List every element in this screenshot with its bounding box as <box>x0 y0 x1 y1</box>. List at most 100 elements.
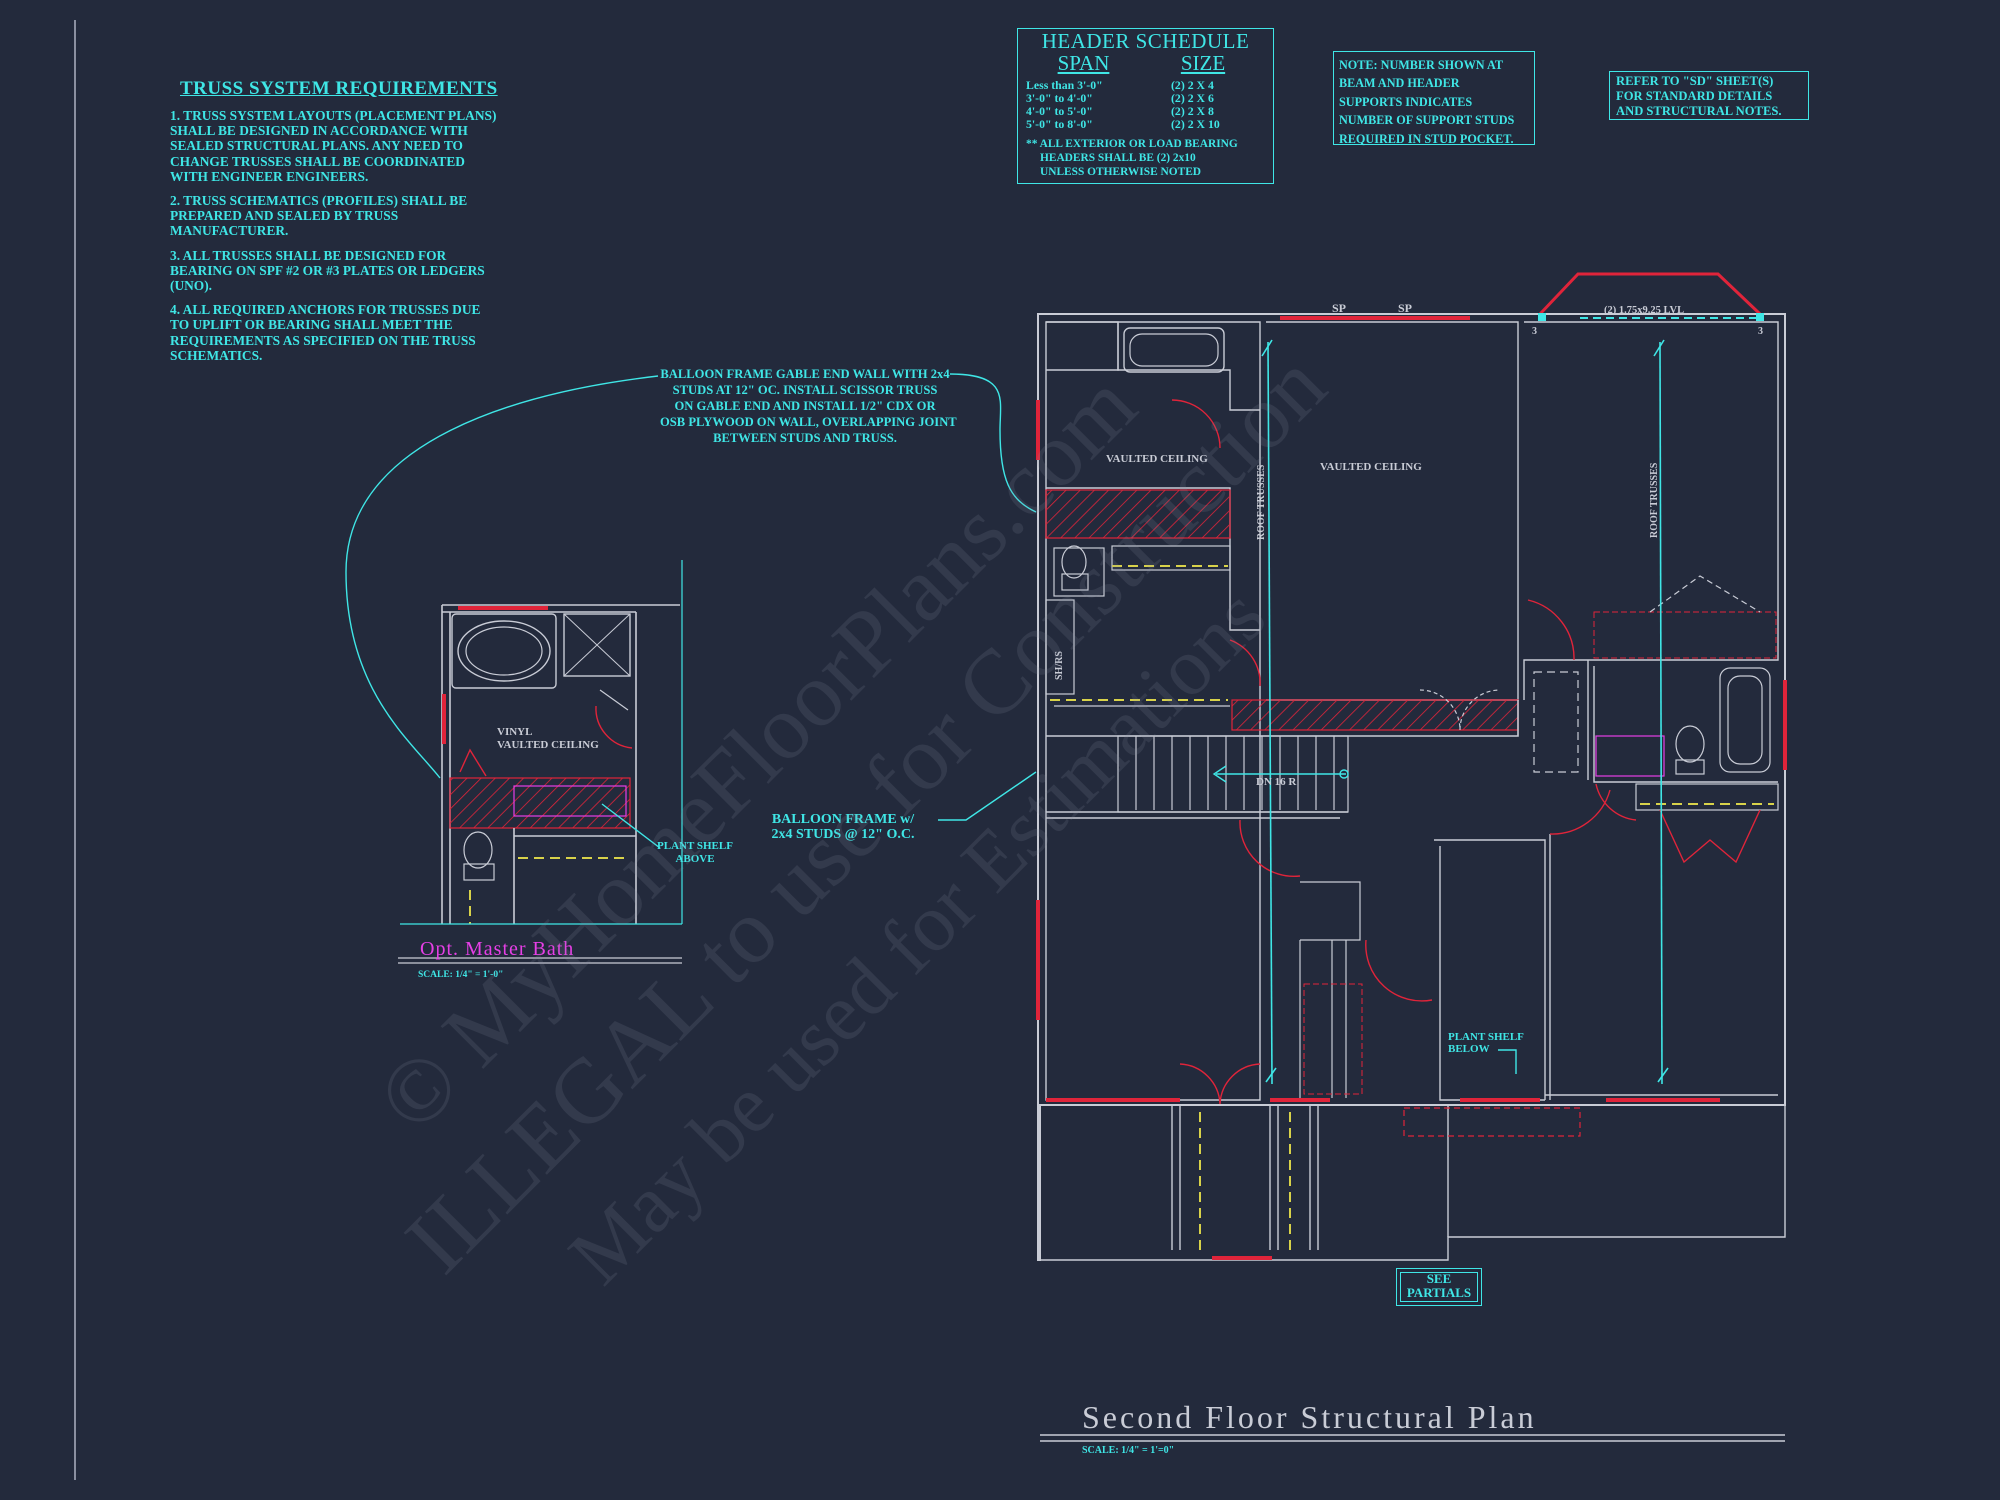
note-refer-line: FOR STANDARD DETAILS <box>1616 89 1773 103</box>
gable-leader <box>345 375 659 779</box>
row-span: 4'-0" to 5'-0" <box>1026 104 1093 118</box>
row-size: (2) 2 X 10 <box>1171 117 1220 131</box>
label-vaulted-ceiling-1: VAULTED CEILING <box>1106 453 1208 465</box>
truss-item-line: CHANGE TRUSSES SHALL BE COORDINATED <box>170 153 465 169</box>
truss-item-line: PREPARED AND SEALED BY TRUSS <box>170 208 399 224</box>
note-refer-line: AND STRUCTURAL NOTES. <box>1616 104 1782 118</box>
headers-red <box>1036 316 1787 1260</box>
callout-gable-line: BALLOON FRAME GABLE END WALL WITH 2x4 <box>660 367 950 381</box>
plan-scale: SCALE: 1/4" = 1'=0" <box>1082 1445 1174 1456</box>
lvl-stud-mark <box>1538 313 1546 321</box>
truss-item-line: WITH ENGINEER ENGINEERS. <box>170 168 369 184</box>
see-partials-line: PARTIALS <box>1406 1285 1472 1300</box>
truss-item-line: 3. ALL TRUSSES SHALL BE DESIGNED FOR <box>170 247 447 263</box>
note-studs-line: NOTE: NUMBER SHOWN AT <box>1339 58 1503 72</box>
truss-item-line: BEARING ON SPF #2 OR #3 PLATES OR LEDGER… <box>170 262 485 278</box>
note-support-studs: NOTE: NUMBER SHOWN AT BEAM AND HEADER SUPP… <box>1333 51 1535 146</box>
truss-item-line: SEALED STRUCTURAL PLANS. ANY NEED TO <box>170 138 463 154</box>
col-span-heading: SPAN <box>1057 51 1110 75</box>
label-roof-trusses-1: ROOF TRUSSES <box>1256 464 1267 540</box>
row-span: 3'-0" to 4'-0" <box>1026 91 1093 105</box>
label-closet: SH/RS <box>1054 651 1065 680</box>
truss-item-line: MANUFACTURER. <box>170 223 289 239</box>
row-size: (2) 2 X 6 <box>1171 91 1214 105</box>
label-lvl-studs-2: 3 <box>1758 326 1763 337</box>
truss-item-line: (UNO). <box>170 278 213 294</box>
truss-span-arrows <box>1261 339 1669 1085</box>
label-lvl-studs-1: 3 <box>1532 326 1537 337</box>
stairs-arrow <box>1212 765 1349 783</box>
header-schedule-row: Less than 3'-0" (2) 2 X 4 <box>1026 79 1265 92</box>
col-size-heading: SIZE <box>1180 51 1226 75</box>
callout-gable-line: BETWEEN STUDS AND TRUSS. <box>713 431 897 445</box>
callout-balloon-line: BALLOON FRAME w/ <box>771 812 915 827</box>
plan-title: Second Floor Structural Plan <box>1082 1399 1537 1435</box>
note-studs-line: SUPPORTS INDICATES <box>1339 94 1473 109</box>
header-footnote-line: ** ALL EXTERIOR OR LOAD BEARING <box>1026 138 1238 150</box>
callout-balloon-line: 2x4 STUDS @ 12" O.C. <box>771 827 915 842</box>
note-studs-line: NUMBER OF SUPPORT STUDS <box>1339 113 1515 128</box>
label-roof-trusses-2: ROOF TRUSSES <box>1649 462 1660 538</box>
plant-shelf-below-line: BELOW <box>1448 1043 1490 1055</box>
label-vaulted-ceiling-bath: VAULTED CEILING <box>497 739 599 751</box>
truss-item-line: SCHEMATICS. <box>170 347 263 363</box>
truss-item-line: 1. TRUSS SYSTEM LAYOUTS (PLACEMENT PLANS… <box>170 108 497 123</box>
label-sp-1: SP <box>1332 301 1346 315</box>
header-schedule-row: 5'-0" to 8'-0" (2) 2 X 10 <box>1026 118 1265 131</box>
note-refer-sd: REFER TO "SD" SHEET(S)FOR STANDARD DETAI… <box>1609 71 1809 120</box>
note-studs-line: BEAM AND HEADER <box>1339 76 1460 91</box>
leader-lines <box>345 373 1517 1074</box>
note-refer-line: REFER TO "SD" SHEET(S) <box>1616 74 1774 88</box>
label-stairs: DN 16 R <box>1256 776 1297 788</box>
opt-master-bath-detail <box>400 560 683 925</box>
truss-requirements: TRUSS SYSTEM REQUIREMENTS 1. TRUSS SYSTE… <box>170 78 590 372</box>
label-lvl: (2) 1.75x9.25 LVL <box>1604 305 1684 316</box>
callout-gable-line: OSB PLYWOOD ON WALL, OVERLAPPING JOINT <box>660 415 957 429</box>
truss-item-line: REQUIREMENTS AS SPECIFIED ON THE TRUSS <box>170 332 476 348</box>
callout-gable-line: ON GABLE END AND INSTALL 1/2" CDX OR <box>674 399 936 413</box>
header-schedule-title: HEADER SCHEDULE <box>1041 29 1250 53</box>
truss-item-line: 2. TRUSS SCHEMATICS (PROFILES) SHALL BE <box>170 193 468 209</box>
truss-item-line: 4. ALL REQUIRED ANCHORS FOR TRUSSES DUE <box>170 302 481 318</box>
plant-shelf-above-line: ABOVE <box>675 853 715 865</box>
label-vinyl: VINYL <box>497 726 532 738</box>
door-swing <box>1171 399 1221 449</box>
truss-title: TRUSS SYSTEM REQUIREMENTS <box>180 78 498 99</box>
stairs <box>1117 735 1349 813</box>
bay-window <box>1538 272 1762 316</box>
floor-plan <box>1037 272 1786 1261</box>
row-span: 5'-0" to 8'-0" <box>1026 117 1093 131</box>
callout-gable-line: STUDS AT 12" OC. INSTALL SCISSOR TRUSS <box>672 383 938 397</box>
row-span: Less than 3'-0" <box>1026 78 1103 92</box>
see-partials-line: SEE <box>1426 1271 1452 1286</box>
bath-detail-scale: SCALE: 1/4" = 1'-0" <box>418 970 503 980</box>
header-schedule-row: 3'-0" to 4'-0" (2) 2 X 6 <box>1026 92 1265 105</box>
lower-projection <box>1037 1105 1786 1261</box>
shelves <box>469 565 1774 1250</box>
balloon-leader <box>938 771 1037 821</box>
callout-balloon-frame: BALLOON FRAME w/2x4 STUDS @ 12" O.C. <box>748 812 938 842</box>
watermark-line-3: May be used for Estimations <box>551 570 1282 1301</box>
header-schedule-row: 4'-0" to 5'-0" (2) 2 X 8 <box>1026 105 1265 118</box>
bath-detail-title: Opt. Master Bath <box>420 938 574 960</box>
truss-item-line: TO UPLIFT OR BEARING SHALL MEET THE <box>170 317 453 333</box>
header-footnote-line: HEADERS SHALL BE (2) 2x10 <box>1040 152 1196 164</box>
row-size: (2) 2 X 4 <box>1171 78 1214 92</box>
row-size: (2) 2 X 8 <box>1171 104 1214 118</box>
note-studs-line: REQUIRED IN STUD POCKET. <box>1339 131 1514 146</box>
truss-item-list: 1. TRUSS SYSTEM LAYOUTS (PLACEMENT PLANS… <box>170 108 590 363</box>
truss-item: 1. TRUSS SYSTEM LAYOUTS (PLACEMENT PLANS… <box>170 108 590 184</box>
truss-item-line: SHALL BE DESIGNED IN ACCORDANCE WITH <box>170 123 468 139</box>
header-schedule: HEADER SCHEDULE SPAN SIZE Less than 3'-0… <box>1017 28 1274 184</box>
header-footnote-line: UNLESS OTHERWISE NOTED <box>1040 166 1202 178</box>
plant-shelf-above-line: PLANT SHELF <box>657 840 733 852</box>
